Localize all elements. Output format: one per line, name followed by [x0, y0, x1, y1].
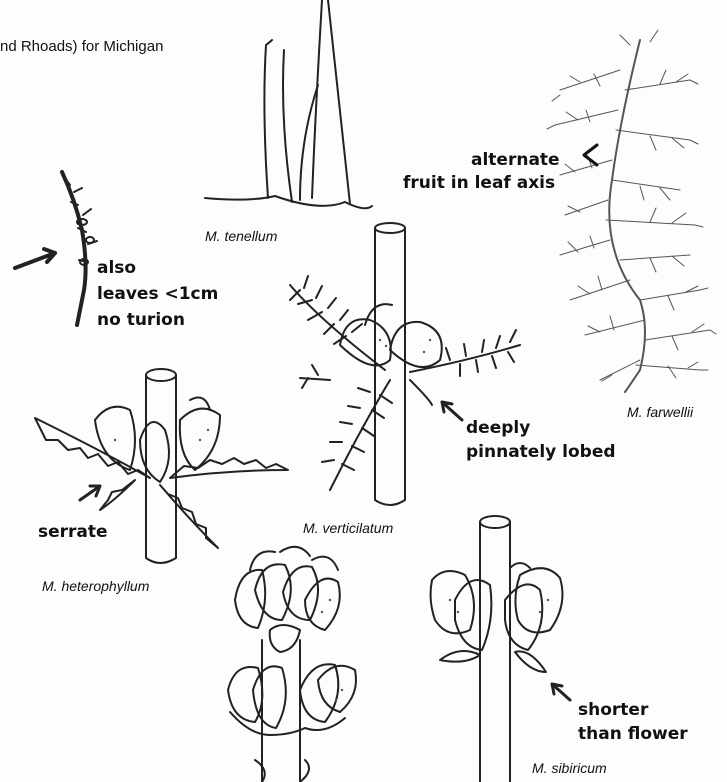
header-text: nd Rhoads) for Michigan — [0, 38, 163, 56]
sibiricum-drawing — [431, 516, 570, 782]
verticilatum-drawing — [290, 223, 520, 505]
note-pinnately-lobed: pinnately lobed — [466, 442, 616, 462]
small-sprig-drawing — [15, 172, 97, 325]
note-fruit-in-leaf-axis: fruit in leaf axis — [403, 173, 555, 193]
turion-drawing — [228, 547, 356, 782]
species-label-verticilatum: M. verticilatum — [303, 520, 393, 537]
species-label-heterophyllum: M. heterophyllum — [42, 578, 149, 595]
note-than-flower: than flower — [578, 724, 688, 744]
note-alternate: alternate — [471, 150, 560, 170]
species-label-tenellum: M. tenellum — [205, 228, 277, 245]
species-label-farwellii: M. farwellii — [627, 404, 693, 421]
farwellii-drawing — [547, 30, 716, 392]
note-deeply: deeply — [466, 418, 530, 438]
note-no-turion: no turion — [97, 310, 185, 330]
note-leaves-under-1cm: leaves <1cm — [97, 284, 218, 304]
note-also: also — [97, 258, 136, 278]
note-serrate: serrate — [38, 522, 108, 542]
species-label-sibiricum: M. sibiricum — [532, 760, 607, 777]
tenellum-drawing — [205, 0, 372, 208]
note-shorter: shorter — [578, 700, 648, 720]
